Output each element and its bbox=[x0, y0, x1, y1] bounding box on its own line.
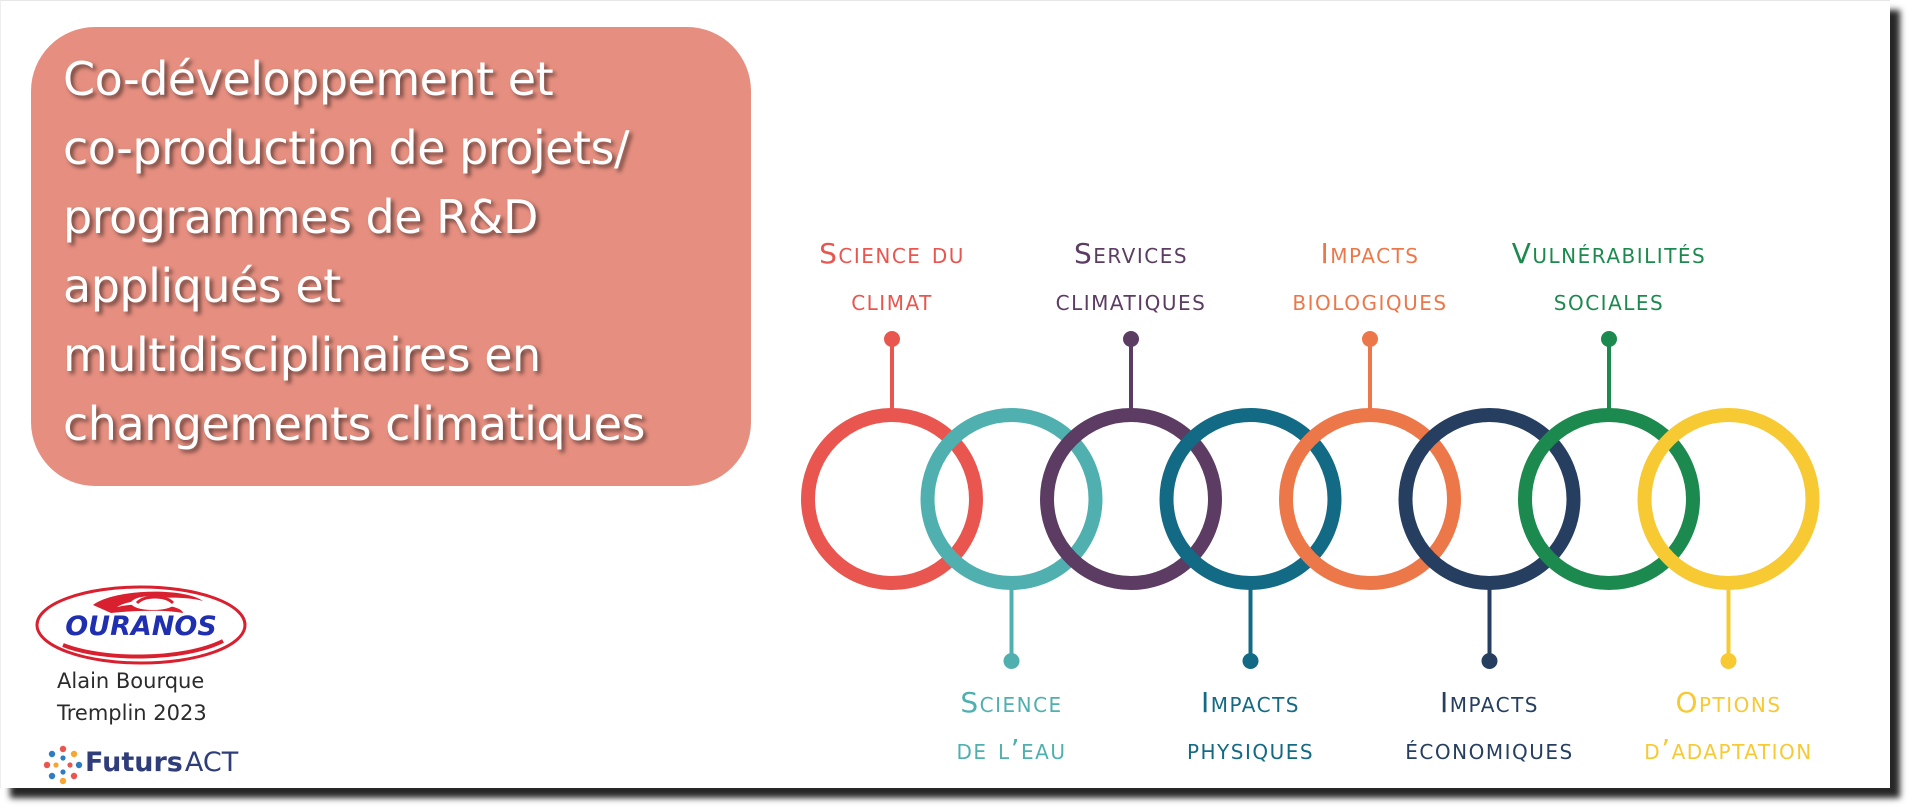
ring-3-label-line2: climatiques bbox=[1055, 284, 1207, 317]
ring-6-label: Impacts économiques bbox=[1340, 679, 1640, 773]
slide: Co-développement et co-production de pro… bbox=[0, 0, 1890, 788]
ring-8-label-line2: d’adaptation bbox=[1644, 733, 1813, 766]
ring-3-label-line1: Services bbox=[1073, 237, 1189, 270]
ring-1-label-line2: climat bbox=[851, 284, 933, 317]
futursact-part1: Futurs bbox=[85, 747, 183, 778]
title-line-2: co-production de projets/ bbox=[63, 121, 629, 175]
title-line-4: appliqués et bbox=[63, 259, 341, 313]
futursact-part2: ACT bbox=[184, 747, 239, 778]
title-line-5: multidisciplinaires en bbox=[63, 328, 541, 382]
ring-7-dot bbox=[1601, 331, 1617, 347]
ring-8-label-line1: Options bbox=[1675, 686, 1782, 719]
ring-7-label: Vulnérabilités sociales bbox=[1459, 230, 1759, 324]
ring-2-label: Science de l’eau bbox=[862, 679, 1162, 773]
ring-4-label-line1: Impacts bbox=[1200, 686, 1300, 719]
ouranos-logo: OURANOS bbox=[35, 585, 247, 665]
ring-8 bbox=[1637, 408, 1820, 590]
ring-7-label-line2: sociales bbox=[1553, 284, 1665, 317]
event-name: Tremplin 2023 bbox=[57, 701, 207, 725]
ring-4-label: Impacts physiques bbox=[1101, 679, 1401, 773]
ring-8-label: Options d’adaptation bbox=[1579, 679, 1879, 773]
ring-1-dot bbox=[884, 331, 900, 347]
title-line-6: changements climatiques bbox=[63, 397, 645, 451]
ring-5-dot bbox=[1362, 331, 1378, 347]
author-name: Alain Bourque bbox=[57, 669, 205, 693]
ring-4-label-line2: physiques bbox=[1186, 733, 1315, 766]
ring-8-dot bbox=[1720, 653, 1737, 669]
title-line-1: Co-développement et bbox=[63, 52, 554, 106]
svg-text:OURANOS: OURANOS bbox=[65, 611, 217, 642]
ring-5-label-line2: biologiques bbox=[1292, 284, 1448, 317]
ring-5-label-line1: Impacts bbox=[1320, 237, 1420, 270]
ring-3-label: Services climatiques bbox=[981, 230, 1281, 324]
ring-5-label: Impacts biologiques bbox=[1220, 230, 1520, 324]
futursact-wordmark: FutursACT bbox=[85, 747, 238, 778]
ring-6-label-line1: Impacts bbox=[1439, 686, 1539, 719]
title-line-3: programmes de R&D bbox=[63, 190, 538, 244]
title-box: Co-développement et co-production de pro… bbox=[31, 27, 751, 486]
ring-4-dot bbox=[1242, 653, 1259, 669]
rings-diagram bbox=[801, 331, 1820, 669]
ring-1-label: Science du climat bbox=[742, 230, 1042, 324]
ring-2-label-line1: Science bbox=[960, 686, 1063, 719]
ring-2-dot bbox=[1003, 653, 1020, 669]
ring-7-label-line1: Vulnérabilités bbox=[1511, 237, 1707, 270]
ring-6-label-line2: économiques bbox=[1405, 733, 1574, 766]
ring-2-label-line2: de l’eau bbox=[956, 733, 1067, 766]
ring-3-dot bbox=[1123, 331, 1139, 347]
ring-1-label-line1: Science du bbox=[819, 237, 965, 270]
ring-6-dot bbox=[1481, 653, 1498, 669]
futursact-logo bbox=[43, 745, 83, 785]
